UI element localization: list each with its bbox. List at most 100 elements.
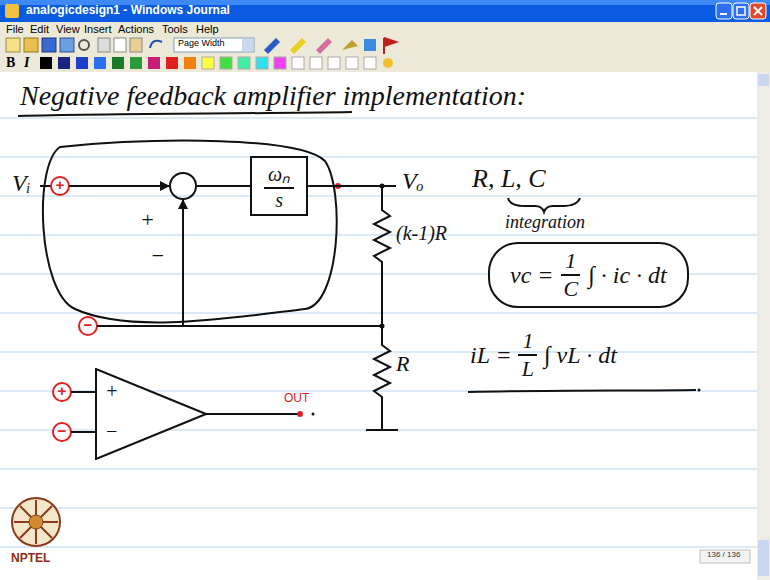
page-counter-box (700, 550, 750, 563)
terminal-sign: + (56, 177, 65, 194)
input-sign: − (105, 420, 119, 442)
pen-color-swatch (40, 57, 52, 69)
fraction: 1L (518, 328, 538, 382)
output-wire (308, 185, 396, 187)
app-icon (5, 4, 19, 18)
resistor-symbol (374, 326, 390, 430)
ruled-line (0, 196, 757, 197)
open-icon (24, 38, 38, 52)
summing-junction (170, 173, 196, 199)
eraser-icon (316, 38, 332, 54)
ruled-line (0, 352, 757, 353)
empty-swatch (292, 57, 304, 69)
enclosing-loop (43, 141, 337, 323)
pen-color-swatch (130, 57, 142, 69)
ground-symbol (366, 429, 398, 431)
polarity-sign: + (140, 208, 155, 232)
ruled-line (0, 235, 757, 236)
ruled-line (0, 469, 757, 470)
find-icon (79, 40, 89, 50)
minimize-glyph (720, 13, 727, 15)
close-glyph (754, 7, 762, 15)
pen-color-swatch (76, 57, 88, 69)
new-icon (6, 38, 20, 52)
fraction-denominator: C (560, 276, 583, 302)
menu-item: File (6, 23, 24, 35)
feedback-wire (182, 200, 184, 326)
save-icon (42, 38, 56, 52)
feedback-wire (97, 325, 382, 327)
logo-spokes (14, 500, 58, 544)
opamp-terminal (53, 383, 71, 401)
equation-term: ∫ vL · dt (544, 342, 617, 369)
zoom-dropdown (174, 38, 254, 52)
copy-icon (114, 38, 126, 52)
component-value: (k-1)R (396, 222, 447, 244)
fraction-numerator: 1 (561, 248, 580, 276)
signal-name: Vᵢ (12, 170, 30, 196)
paste-icon (130, 38, 142, 52)
insert-space-icon (364, 39, 376, 51)
integrator-block: ωₙs (250, 156, 308, 216)
pen-color-swatch (184, 57, 196, 69)
brace-note: integration (505, 213, 585, 233)
equation-term: vc = (510, 262, 554, 289)
pen-color-swatch (148, 57, 160, 69)
opamp-output-wire (206, 413, 298, 415)
menu-item: Tools (162, 23, 188, 35)
pen-color-swatch (112, 57, 124, 69)
fraction-denominator: L (518, 356, 538, 382)
title-bar (0, 0, 770, 22)
title-underline (18, 112, 352, 116)
forward-wire (196, 185, 250, 187)
menu-item: Edit (30, 23, 49, 35)
inductor-equation: iL =1L∫ vL · dt (470, 328, 617, 382)
input-sign: + (105, 380, 119, 402)
undo-icon (150, 41, 162, 48)
highlighter-swatch (256, 57, 268, 69)
opamp-triangle (96, 369, 206, 459)
resistor-symbol (374, 186, 390, 326)
maximize-button (733, 3, 749, 19)
menu-bar (0, 22, 770, 36)
opamp-input-wire (71, 431, 96, 433)
input-terminal (51, 177, 69, 195)
fraction-numerator: 1 (518, 328, 537, 356)
component-value: R (396, 352, 409, 376)
highlighter-icon (290, 38, 306, 54)
bold-button: B (6, 55, 15, 70)
highlighter-swatch (274, 57, 286, 69)
fraction: 1C (560, 248, 583, 302)
menu-item: View (56, 23, 80, 35)
color-picker-icon (383, 58, 393, 68)
highlighted-equation: vc =1C∫ · ic · dt (488, 242, 689, 308)
menu-item: Help (196, 23, 219, 35)
fraction-denominator: s (271, 189, 287, 212)
zoom-setting: Page Width (178, 39, 225, 49)
logo-disc (12, 498, 60, 546)
highlighter-swatch (220, 57, 232, 69)
highlighter-swatch (202, 57, 214, 69)
toolbar (0, 36, 770, 54)
flag-icon (384, 38, 396, 54)
close-button (750, 3, 766, 19)
ruled-line (0, 157, 757, 158)
feedback-terminal (79, 317, 97, 335)
ruled-line (0, 118, 757, 119)
menu-item: Insert (84, 23, 112, 35)
maximize-glyph (737, 7, 745, 15)
empty-swatch (310, 57, 322, 69)
pen-color-swatch (94, 57, 106, 69)
output-dot (297, 411, 303, 417)
logo-text: NPTEL (11, 552, 50, 565)
equation-underline (468, 390, 696, 392)
fraction: ωₙs (264, 160, 294, 212)
dropdown-button (242, 39, 253, 51)
equation-term: ∫ · ic · dt (588, 262, 667, 289)
journal-page (0, 72, 757, 580)
page-counter: 136 / 136 (707, 551, 740, 560)
polarity-sign: − (150, 244, 165, 268)
scrollbar (757, 72, 770, 580)
select-icon (342, 40, 358, 50)
pen-icon (264, 38, 280, 54)
